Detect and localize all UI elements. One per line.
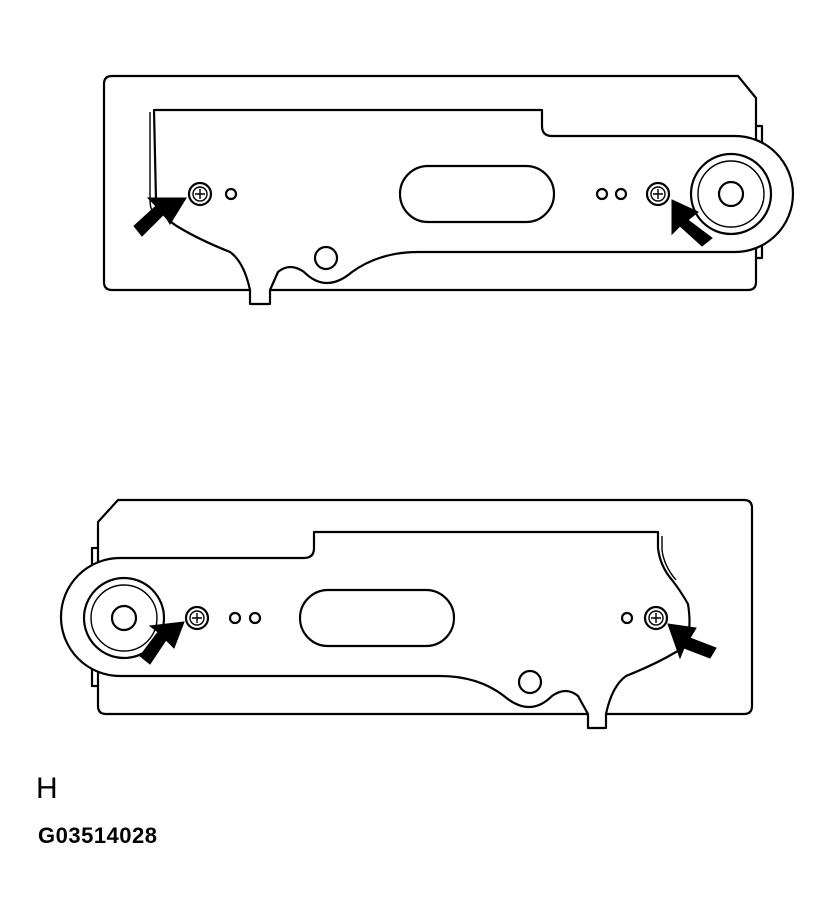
top-pivot-inner-ring: [697, 160, 765, 228]
top-pivot-center: [717, 180, 745, 208]
bottom-assembly: [59, 498, 754, 730]
bottom-bracket-hole: [517, 669, 543, 695]
bottom-small-hole: [228, 611, 242, 625]
figure-code: G03514028: [38, 823, 158, 848]
bottom-bracket-slot: [298, 588, 456, 648]
top-small-hole: [224, 187, 238, 201]
top-left-screw-icon: [187, 181, 213, 207]
top-pivot-outer-ring: [689, 152, 773, 236]
bottom-bracket-edge: [661, 536, 677, 581]
view-label: H: [36, 772, 58, 805]
top-bracket: [152, 108, 795, 306]
bottom-small-hole: [248, 611, 262, 625]
top-right-arrow-icon: [671, 199, 713, 247]
bottom-pivot-outer-ring: [82, 576, 166, 660]
bottom-bracket: [59, 530, 691, 730]
top-housing-plate: [102, 74, 758, 292]
bottom-left-arrow-icon: [139, 621, 185, 665]
top-assembly: [102, 74, 795, 306]
top-bracket-hole: [313, 245, 339, 271]
top-small-hole: [614, 187, 628, 201]
top-small-hole: [595, 187, 609, 201]
top-bracket-slot: [398, 164, 556, 224]
bottom-right-arrow-icon: [667, 623, 717, 660]
bottom-small-hole: [620, 611, 634, 625]
top-right-screw-icon: [645, 181, 671, 207]
top-left-arrow-icon: [133, 197, 187, 237]
bottom-pivot-inner-ring: [90, 584, 158, 652]
bottom-housing-plate: [96, 498, 754, 716]
bottom-right-screw-icon: [643, 605, 669, 631]
bottom-pivot-center: [110, 604, 138, 632]
bottom-left-screw-icon: [184, 605, 210, 631]
